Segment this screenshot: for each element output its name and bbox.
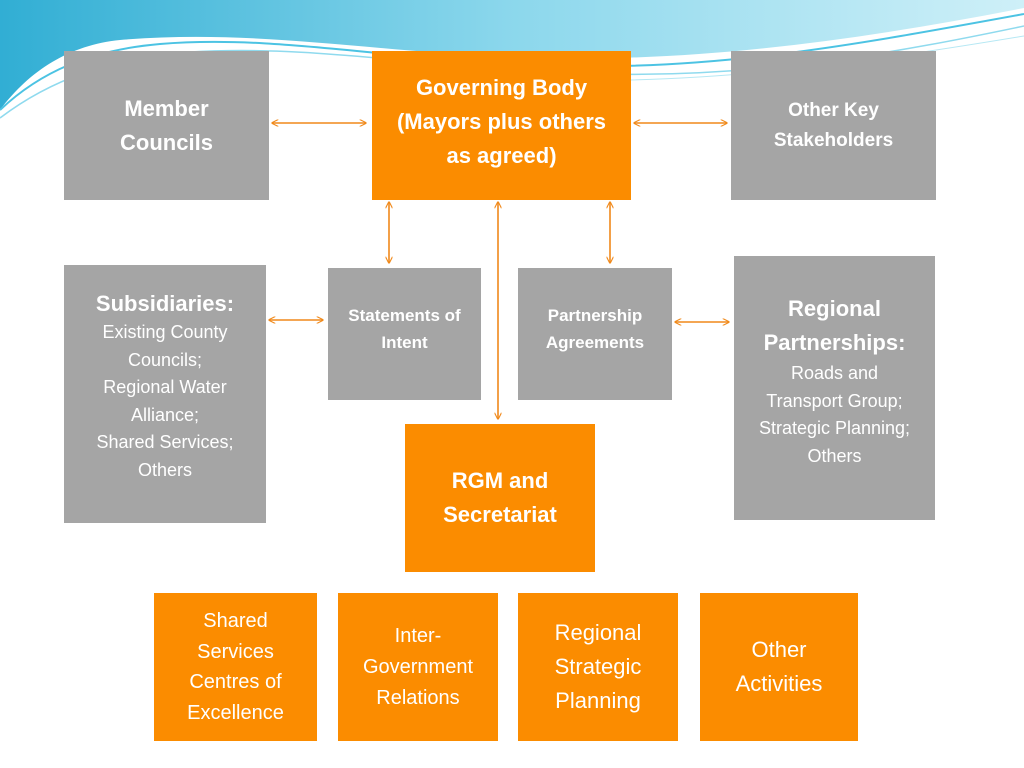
other-activities-line-2: Activities (735, 671, 823, 696)
member-councils-line-1: Member (124, 95, 209, 121)
shared-services-line-4: Excellence (187, 701, 284, 724)
governing-body-line-2: (Mayors plus others (396, 108, 607, 134)
regional-partnerships-box: Regional Partnerships: Roads and Transpo… (734, 256, 935, 520)
subsidiaries-list: Existing County Councils; Regional Water… (96, 319, 233, 484)
regional-strategic-planning-line-2: Strategic (554, 654, 642, 679)
regional-partnerships-item: Roads and (790, 363, 879, 383)
other-key-stakeholders-line-1: Other Key (788, 99, 879, 121)
subsidiaries-item: Councils; (127, 349, 202, 370)
regional-strategic-planning-line-3: Planning (555, 688, 641, 713)
regional-partnerships-item: Strategic Planning; (758, 418, 911, 438)
regional-partnerships-item: Transport Group; (766, 390, 903, 411)
inter-government-box: Inter- Government Relations (338, 593, 498, 741)
shared-services-line-2: Services (197, 640, 274, 663)
partnership-agreements-box: Partnership Agreements (518, 268, 672, 400)
statements-of-intent-box: Statements of Intent (328, 268, 481, 400)
rgm-secretariat-box: RGM and Secretariat (405, 424, 595, 572)
governing-body-line-1: Governing Body (415, 74, 588, 100)
regional-strategic-planning-line-1: Regional (554, 620, 642, 645)
other-activities-line-1: Other (751, 637, 807, 662)
rgm-secretariat-line-2: Secretariat (443, 502, 557, 527)
partnership-agreements-line-1: Partnership (547, 306, 643, 325)
other-activities-box: Other Activities (700, 593, 858, 741)
regional-partnerships-item: Others (807, 445, 862, 466)
subsidiaries-box: Subsidiaries: Existing County Councils; … (64, 265, 266, 523)
regional-partnerships-title-line-2: Partnerships: (763, 330, 906, 355)
member-councils-box: Member Councils (64, 51, 269, 200)
governing-body-box: Governing Body (Mayors plus others as ag… (372, 51, 631, 200)
inter-government-line-3: Relations (376, 686, 460, 709)
other-key-stakeholders-line-2: Stakeholders (773, 129, 894, 151)
subsidiaries-item: Regional Water (103, 377, 227, 397)
subsidiaries-item: Shared Services; (96, 432, 234, 452)
shared-services-box: Shared Services Centres of Excellence (154, 593, 317, 741)
partnership-agreements-line-2: Agreements (545, 333, 645, 352)
subsidiaries-item: Existing County (102, 322, 228, 342)
member-councils-line-2: Councils (120, 129, 213, 155)
subsidiaries-item: Others (137, 459, 192, 480)
regional-partnerships-title-line-1: Regional (788, 296, 881, 321)
subsidiaries-title: Subsidiaries: (95, 291, 235, 316)
shared-services-line-3: Centres of (189, 671, 282, 693)
regional-strategic-planning-box: Regional Strategic Planning (518, 593, 678, 741)
regional-partnerships-list: Roads and Transport Group; Strategic Pla… (759, 360, 910, 470)
inter-government-line-2: Government (362, 655, 474, 678)
statements-of-intent-line-1: Statements of (348, 306, 461, 325)
statements-of-intent-line-2: Intent (381, 333, 428, 352)
shared-services-line-1: Shared (203, 610, 268, 632)
other-key-stakeholders-box: Other Key Stakeholders (731, 51, 936, 200)
rgm-secretariat-line-1: RGM and (451, 468, 549, 493)
governing-body-line-3: as agreed) (446, 142, 557, 168)
inter-government-line-1: Inter- (394, 624, 442, 647)
subsidiaries-item: Alliance; (130, 404, 200, 425)
